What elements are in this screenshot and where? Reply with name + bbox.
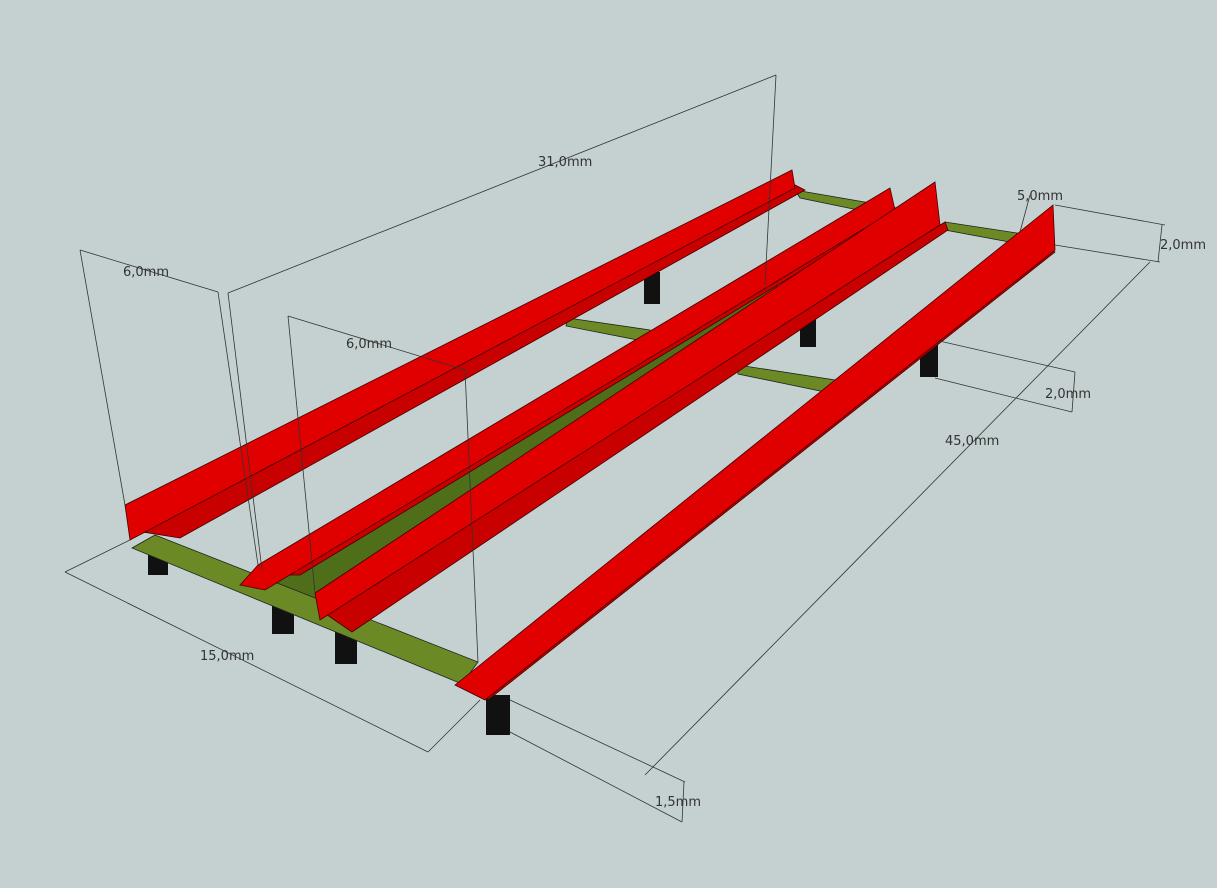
leg xyxy=(486,695,510,735)
dimension-labels: 31,0mm 6,0mm 6,0mm 5,0mm 2,0mm 2,0mm 45,… xyxy=(123,155,1206,810)
rail xyxy=(124,169,796,541)
dim-31mm: 31,0mm xyxy=(538,155,592,170)
dim-1-5mm: 1,5mm xyxy=(655,795,701,810)
rail xyxy=(239,187,896,591)
dim-2mm-leg: 2,0mm xyxy=(1045,387,1091,402)
rail xyxy=(454,204,1056,701)
dim-6mm-middle: 6,0mm xyxy=(346,337,392,352)
leg xyxy=(644,272,660,304)
dim-45mm: 45,0mm xyxy=(945,434,999,449)
crossbar xyxy=(737,364,836,394)
dim-6mm-left: 6,0mm xyxy=(123,265,169,280)
dim-5mm: 5,0mm xyxy=(1017,189,1063,204)
dimension-lines xyxy=(64,74,1166,823)
rails xyxy=(124,169,1056,701)
dim-2mm-rail: 2,0mm xyxy=(1160,238,1206,253)
crossbar xyxy=(944,221,1018,244)
dim-15mm: 15,0mm xyxy=(200,649,254,664)
